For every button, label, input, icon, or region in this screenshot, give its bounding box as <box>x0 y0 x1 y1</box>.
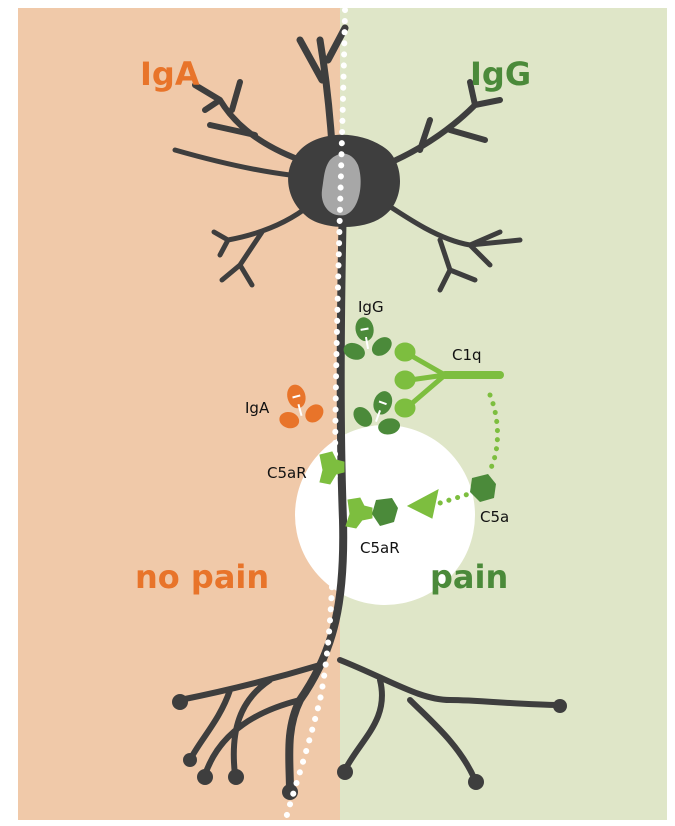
iga-label: IgA <box>245 399 270 417</box>
right-outcome: pain <box>430 558 508 596</box>
c1q-label: C1q <box>452 346 482 364</box>
right-panel-background <box>340 8 667 820</box>
c5a-label: C5a <box>480 508 509 526</box>
left-title: IgA <box>140 55 200 93</box>
c5ar-right-label: C5aR <box>360 539 400 557</box>
c5ar-left-label: C5aR <box>267 464 307 482</box>
igg-label: IgG <box>358 298 384 316</box>
left-outcome: no pain <box>135 558 269 596</box>
right-title: IgG <box>470 55 531 93</box>
